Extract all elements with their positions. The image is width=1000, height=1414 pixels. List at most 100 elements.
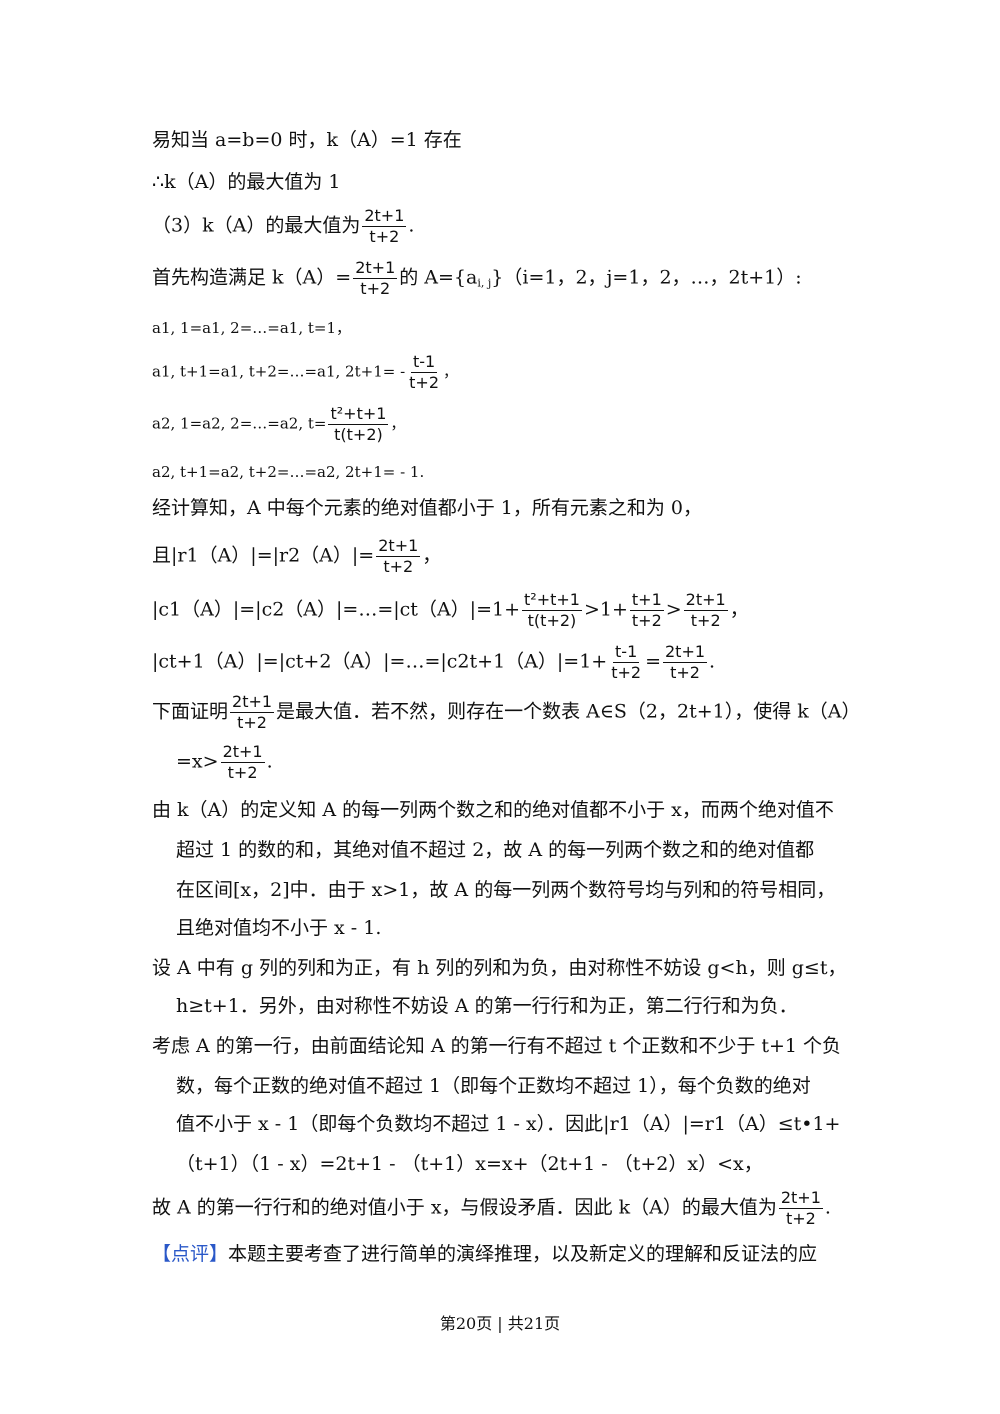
text-line: （t+1）（1 - x）=2t+1 - （t+1）x=x+（2t+1 - （t+… (176, 1152, 763, 1176)
denominator: t+2 (369, 227, 400, 246)
denominator: t+2 (690, 611, 721, 630)
text: 值不小于 x - 1（即每个负数均不超过 1 - x）．因此|r1（A）|=r1… (176, 1113, 841, 1135)
text: 且绝对值均不小于 x - 1. (176, 917, 382, 939)
numerator: 2t+1 (230, 692, 275, 713)
text: 超过 1 的数的和，其绝对值不超过 2，故 A 的每一列两个数之和的绝对值都 (176, 839, 815, 861)
text-line: 超过 1 的数的和，其绝对值不超过 2，故 A 的每一列两个数之和的绝对值都 (176, 838, 814, 862)
numerator: 2t+1 (683, 590, 728, 611)
text-line: h≥t+1．另外，由对称性不妨设 A 的第一行行和为正，第二行行和为负． (176, 994, 798, 1018)
text: 设 A 中有 g 列的列和为正，有 h 列的列和为负，由对称性不妨设 g<h，则… (152, 957, 847, 979)
text: 数，每个正数的绝对值不超过 1（即每个正数均不超过 1），每个负数的绝对 (176, 1075, 811, 1097)
text: 由 k（A）的定义知 A 的每一列两个数之和的绝对值都不小于 x，而两个绝对值不 (152, 799, 834, 821)
text-line: ∴k（A）的最大值为 1 (152, 170, 340, 194)
text: h≥t+1．另外，由对称性不妨设 A 的第一行行和为正，第二行行和为负． (176, 995, 798, 1017)
denominator: t+2 (631, 611, 662, 630)
text: a2, 1=a2, 2=…=a2, t= (152, 414, 327, 433)
text-line: 在区间[x，2]中．由于 x>1，故 A 的每一列两个数符号均与列和的符号相同， (176, 878, 835, 902)
text: 在区间[x，2]中．由于 x>1，故 A 的每一列两个数符号均与列和的符号相同， (176, 879, 836, 901)
text: > (665, 598, 682, 621)
text-line: 数，每个正数的绝对值不超过 1（即每个正数均不超过 1），每个负数的绝对 (176, 1074, 811, 1098)
text: 的 A={a (399, 266, 478, 289)
text: =x> (176, 750, 219, 773)
text: （3）k（A）的最大值为 (152, 214, 361, 237)
text-line: 【点评】本题主要考查了进行简单的演绎推理，以及新定义的理解和反证法的应 (152, 1242, 817, 1266)
text: |c1（A）|=|c2（A）|=…=|ct（A）|=1+ (152, 598, 520, 621)
numerator: 2t+1 (376, 536, 421, 557)
text: ∴k（A）的最大值为 1 (152, 171, 341, 193)
numerator: t+1 (629, 590, 664, 611)
denominator: t+2 (670, 663, 700, 682)
denominator: t(t+2) (527, 611, 577, 630)
denominator: t+2 (611, 663, 642, 682)
text-line: 值不小于 x - 1（即每个负数均不超过 1 - x）．因此|r1（A）|=r1… (176, 1112, 840, 1136)
text-line: 易知当 a=b=0 时，k（A）=1 存在 (152, 128, 462, 152)
text: 且|r1（A）|=|r2（A）|= (152, 544, 375, 567)
denominator: t(t+2) (334, 425, 383, 444)
text: . (709, 650, 716, 673)
denominator: t+2 (237, 713, 267, 732)
text: （t+1）（1 - x）=2t+1 - （t+1）x=x+（2t+1 - （t+… (176, 1153, 763, 1175)
denominator: t+2 (383, 557, 414, 576)
comment-label: 【点评】 (152, 1243, 229, 1265)
text-line: 设 A 中有 g 列的列和为正，有 h 列的列和为负，由对称性不妨设 g<h，则… (152, 956, 846, 980)
text: 经计算知，A 中每个元素的绝对值都小于 1，所有元素之和为 0， (152, 497, 703, 519)
numerator: 2t+1 (362, 206, 407, 227)
text: . (824, 1196, 831, 1219)
text-line: a1, 1=a1, 2=…=a1, t=1， (152, 316, 351, 340)
text: . (408, 214, 415, 237)
subscript: i, j (477, 276, 492, 290)
text: 是最大值．若不然，则存在一个数表 A∈S（2，2t+1），使得 k（A） (276, 700, 861, 723)
text: a1, 1=a1, 2=…=a1, t=1， (152, 319, 351, 337)
text: . (266, 750, 273, 773)
numerator: 2t+1 (778, 1188, 823, 1209)
denominator: t+2 (409, 373, 439, 392)
page-number: 第20页 | 共21页 (439, 1314, 561, 1333)
numerator: 2t+1 (353, 258, 398, 279)
text: ， (422, 544, 442, 567)
text: a1, t+1=a1, t+2=…=a1, 2t+1= - (152, 362, 406, 381)
denominator: t+2 (360, 279, 391, 298)
text: >1+ (583, 598, 628, 621)
page-footer: 第20页 | 共21页 (0, 1310, 1000, 1334)
text: 首先构造满足 k（A）= (152, 266, 352, 289)
text: ， (729, 598, 749, 621)
text-line: 由 k（A）的定义知 A 的每一列两个数之和的绝对值都不小于 x，而两个绝对值不 (152, 798, 834, 822)
text: = (645, 650, 661, 673)
text: ， (443, 362, 459, 381)
text: ， (390, 414, 406, 433)
numerator: t²+t+1 (328, 404, 389, 425)
text: |ct+1（A）|=|ct+2（A）|=…=|c2t+1（A）|=1+ (152, 650, 608, 673)
numerator: 2t+1 (662, 642, 708, 663)
text-line: a2, t+1=a2, t+2=…=a2, 2t+1= - 1. (152, 460, 424, 484)
numerator: t-1 (410, 352, 438, 373)
text: 考虑 A 的第一行，由前面结论知 A 的第一行有不超过 t 个正数和不少于 t+… (152, 1035, 842, 1057)
text: 易知当 a=b=0 时，k（A）=1 存在 (152, 129, 462, 151)
text: }（i=1，2，j=1，2，…，2t+1）: (491, 266, 802, 289)
text-line: 且绝对值均不小于 x - 1. (176, 916, 381, 940)
text-line: 考虑 A 的第一行，由前面结论知 A 的第一行有不超过 t 个正数和不少于 t+… (152, 1034, 841, 1058)
numerator: t-1 (613, 642, 640, 663)
text: 故 A 的第一行行和的绝对值小于 x，与假设矛盾．因此 k（A）的最大值为 (152, 1196, 777, 1219)
numerator: t²+t+1 (522, 590, 582, 611)
